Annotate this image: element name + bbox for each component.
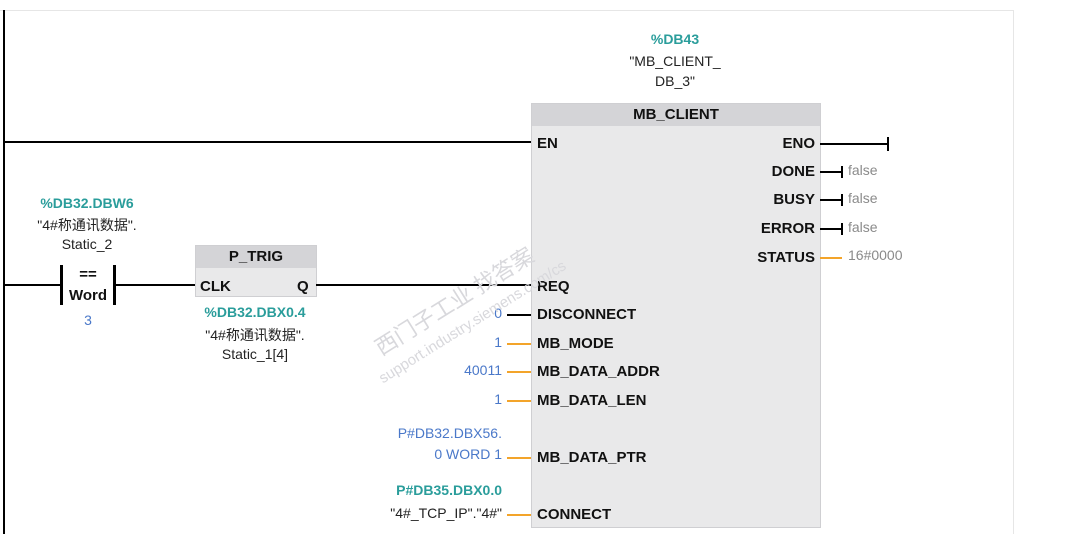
pin-req: REQ (537, 278, 570, 295)
editor-top-border (0, 10, 1014, 11)
pin-mb-mode: MB_MODE (537, 335, 614, 352)
mb-data-ptr-value-line1[interactable]: P#DB32.DBX56. (397, 425, 502, 441)
done-value: false (848, 162, 878, 178)
en-wire (5, 141, 531, 143)
mb-data-addr-value[interactable]: 40011 (464, 362, 502, 378)
compare-tag[interactable]: %DB32.DBW6 (40, 195, 134, 211)
compare-name-line1[interactable]: "4#称通讯数据". (37, 217, 137, 233)
pin-eno: ENO (782, 135, 815, 152)
pin-status: STATUS (757, 249, 815, 266)
pin-mb-data-len: MB_DATA_LEN (537, 392, 647, 409)
status-wire (820, 257, 842, 259)
ptrig-tag[interactable]: %DB32.DBX0.4 (204, 304, 306, 320)
eno-wire-end (887, 137, 889, 151)
connect-name[interactable]: "4#_TCP_IP"."4#" (390, 505, 502, 521)
editor-right-border (1013, 10, 1014, 534)
ptrig-pin-q: Q (297, 278, 309, 295)
eno-wire (820, 143, 888, 145)
done-wire-end (841, 166, 843, 178)
rung2-wire-left (5, 284, 61, 286)
instance-db-name-line1[interactable]: "MB_CLIENT_ (629, 53, 721, 69)
ptrig-pin-clk: CLK (200, 278, 231, 295)
pin-busy: BUSY (773, 191, 815, 208)
error-value: false (848, 219, 878, 235)
ptrig-name-line2[interactable]: Static_1[4] (221, 346, 289, 362)
rung2-wire-mid (116, 284, 195, 286)
mb-data-ptr-wire (507, 457, 531, 459)
compare-contact-left[interactable] (60, 265, 63, 305)
instance-db-name-line2[interactable]: DB_3" (655, 73, 695, 89)
pin-error: ERROR (760, 220, 815, 237)
busy-wire (820, 199, 842, 201)
mb-mode-wire (507, 343, 531, 345)
mb-data-ptr-value-line2[interactable]: 0 WORD 1 (434, 446, 502, 462)
pin-disconnect: DISCONNECT (537, 306, 637, 323)
pin-connect: CONNECT (537, 506, 612, 523)
mb-client-title: MB_CLIENT (532, 104, 820, 126)
disconnect-value[interactable]: 0 (494, 305, 502, 321)
done-wire (820, 171, 842, 173)
ptrig-name-line1[interactable]: "4#称通讯数据". (205, 327, 305, 343)
busy-value: false (848, 190, 878, 206)
disconnect-wire (507, 314, 531, 316)
compare-contact-right[interactable] (113, 265, 116, 305)
mb-mode-value[interactable]: 1 (494, 334, 502, 350)
compare-operator: == (79, 266, 97, 283)
error-wire (820, 228, 842, 230)
mb-client-block[interactable] (531, 103, 821, 528)
compare-type[interactable]: Word (68, 287, 108, 304)
connect-wire (507, 514, 531, 516)
rung2-wire-right (316, 284, 531, 286)
power-rail (3, 10, 5, 534)
compare-name-line2[interactable]: Static_2 (61, 236, 113, 252)
mb-data-len-value[interactable]: 1 (494, 391, 502, 407)
compare-operand[interactable]: 3 (84, 312, 92, 328)
error-wire-end (841, 223, 843, 235)
pin-mb-data-ptr: MB_DATA_PTR (537, 449, 647, 466)
busy-wire-end (841, 194, 843, 206)
connect-tag[interactable]: P#DB35.DBX0.0 (396, 482, 502, 498)
pin-mb-data-addr: MB_DATA_ADDR (537, 363, 660, 380)
instance-db-tag[interactable]: %DB43 (650, 31, 700, 47)
pin-en: EN (537, 135, 558, 152)
mb-data-len-wire (507, 400, 531, 402)
ptrig-title: P_TRIG (196, 246, 316, 268)
mb-data-addr-wire (507, 371, 531, 373)
status-value: 16#0000 (848, 247, 903, 263)
pin-done: DONE (771, 163, 815, 180)
